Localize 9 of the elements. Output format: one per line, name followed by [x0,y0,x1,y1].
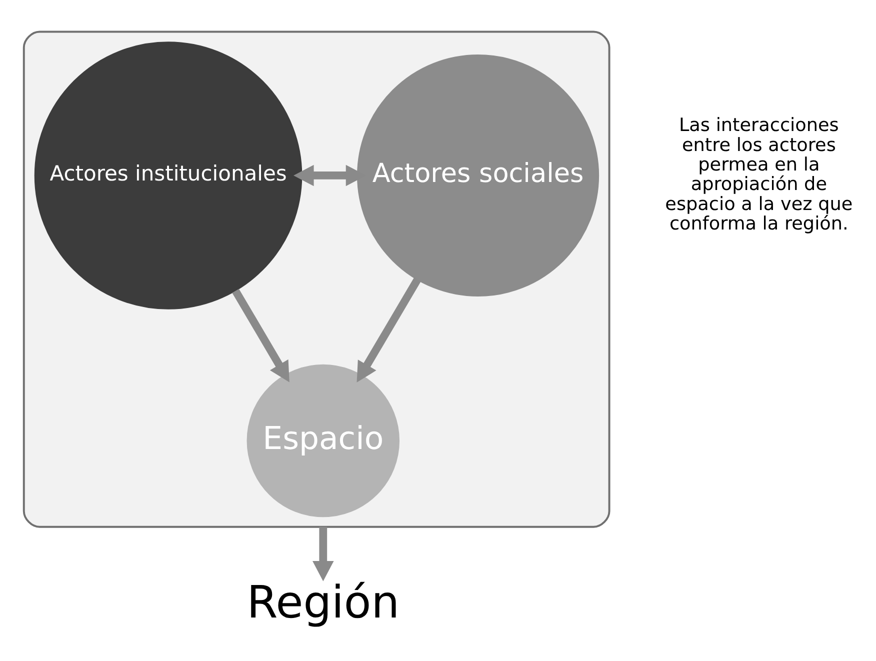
node-circle: Actores institucionales [34,42,302,310]
cluster [22,30,610,528]
node-circle: Actores sociales [357,54,600,297]
node-text: Región [246,576,400,629]
arrow [312,526,334,582]
arrow [232,288,290,382]
arrow [356,277,421,382]
label: Las interacciones entre los actores permea en la apropiación de espacio a la vez que conforma la región. [665,115,853,235]
node-circle: Espacio [246,364,400,518]
